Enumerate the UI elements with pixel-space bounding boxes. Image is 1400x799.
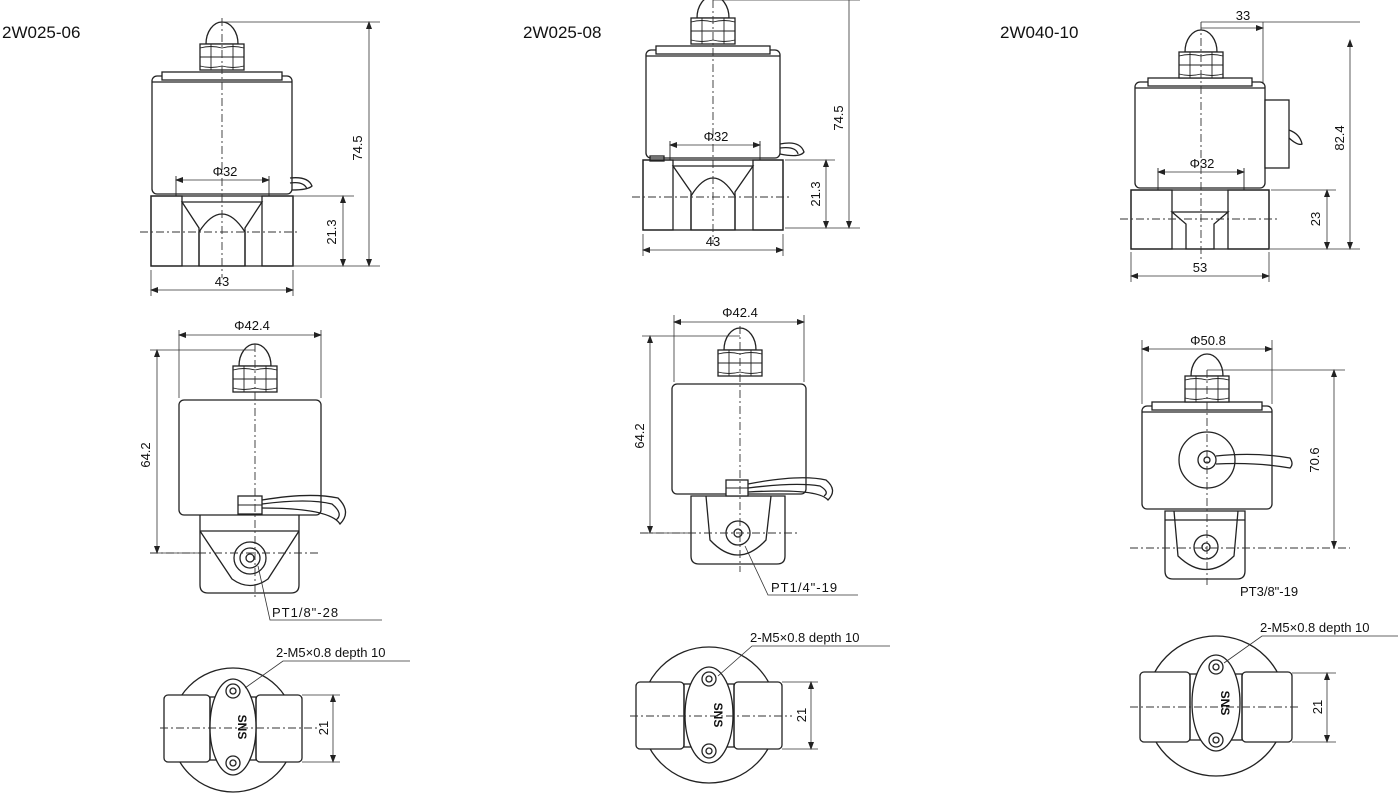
model-3-bottom-view: SNS 21 2-M5×0.8 depth 10: [1130, 620, 1398, 777]
model-2-dim-phi42-4: Φ42.4: [722, 305, 758, 320]
model-2-mount-label: 2-M5×0.8 depth 10: [750, 630, 860, 645]
model-2-dim-64-2: 64.2: [632, 423, 647, 448]
model-1-dim-43: 43: [215, 274, 229, 289]
model-1-dim-64-2: 64.2: [138, 442, 153, 467]
model-2-dim-21: 21: [794, 708, 809, 722]
model-2-side-view: Φ42.4 64.2 PT1/4"-19: [632, 305, 858, 596]
model-3-front-view: 33 82.4 23 53 Φ32: [1120, 8, 1360, 282]
model-3-title: 2W040-10: [1000, 23, 1078, 42]
model-2-dim-21-3: 21.3: [808, 181, 823, 206]
model-2-dim-43: 43: [706, 234, 720, 249]
model-1-bottom-view: SNS 21 2-M5×0.8 depth 10: [160, 645, 410, 793]
model-2-dim-phi32: Φ32: [704, 129, 729, 144]
model-1-logo: SNS: [235, 715, 249, 740]
model-1-dim-21: 21: [316, 721, 331, 735]
model-3-mount-label: 2-M5×0.8 depth 10: [1260, 620, 1370, 635]
model-3-dim-21: 21: [1310, 700, 1325, 714]
model-2-dim-74-5: 74.5: [831, 105, 846, 130]
model-1-group: 2W025-06: [2, 18, 410, 793]
model-2-title: 2W025-08: [523, 23, 601, 42]
model-3-dim-70-6: 70.6: [1307, 447, 1322, 472]
model-1-title: 2W025-06: [2, 23, 80, 42]
model-3-logo: SNS: [1218, 691, 1232, 716]
model-1-side-view: Φ42.4 64.2 PT1/8"-28: [138, 318, 382, 621]
model-3-dim-82-4: 82.4: [1332, 125, 1347, 150]
model-1-thread-label: PT1/8"-28: [272, 605, 339, 620]
model-3-dim-53: 53: [1193, 260, 1207, 275]
model-1-dim-phi42-4: Φ42.4: [234, 318, 270, 333]
model-3-group: 2W040-10 33: [1000, 8, 1398, 777]
model-3-dim-23: 23: [1308, 212, 1323, 226]
model-2-logo: SNS: [711, 703, 725, 728]
model-3-dim-phi50-8: Φ50.8: [1190, 333, 1226, 348]
model-2-thread-label: PT1/4"-19: [771, 580, 838, 595]
model-1-mount-label: 2-M5×0.8 depth 10: [276, 645, 386, 660]
model-1-dim-21-3: 21.3: [324, 219, 339, 244]
model-3-thread-label: PT3/8"-19: [1240, 584, 1298, 599]
model-3-dim-33: 33: [1236, 8, 1250, 23]
model-2-group: 2W025-08 74.5: [523, 0, 890, 784]
model-2-front-view: 74.5 21.3 43 Φ32: [632, 0, 860, 256]
model-1-dim-74-5: 74.5: [350, 135, 365, 160]
model-3-dim-phi32: Φ32: [1190, 156, 1215, 171]
model-2-bottom-view: SNS 21 2-M5×0.8 depth 10: [630, 630, 890, 784]
model-3-side-view: Φ50.8 70.6 PT3/8"-19: [1130, 333, 1350, 599]
model-1-dim-phi32: Φ32: [213, 164, 238, 179]
model-1-front-view: 74.5 21.3 43 Φ32: [140, 18, 380, 296]
